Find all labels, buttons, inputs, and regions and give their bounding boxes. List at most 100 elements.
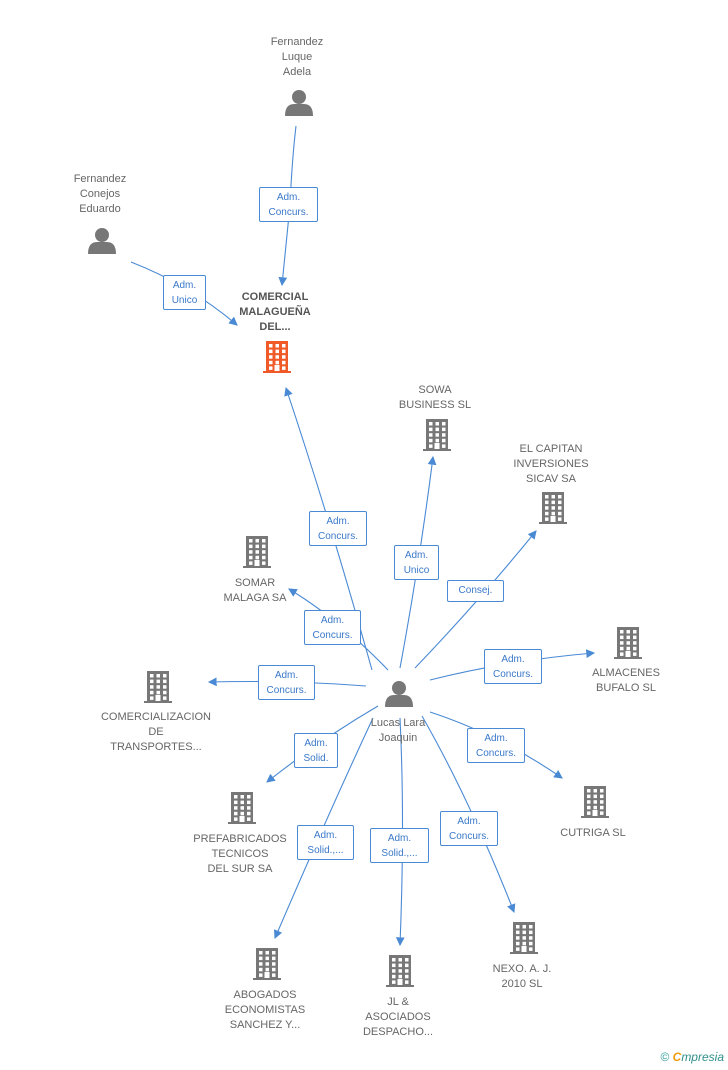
node-label-sowa[interactable]: SOWA BUSINESS SL [399, 383, 471, 413]
node-label-line: 2010 SL [501, 978, 543, 990]
building-icon[interactable] [539, 492, 567, 524]
edge-label[interactable]: Adm. Concurs. [309, 511, 367, 546]
node-label-line: Joaquin [378, 732, 418, 744]
node-label-line: ABOGADOS [233, 989, 297, 1001]
person-icon[interactable] [285, 90, 313, 116]
building-icon[interactable] [243, 536, 271, 568]
building-icon[interactable] [253, 948, 281, 980]
edge-label-line: Concurs. [268, 207, 309, 218]
node-label-line: PREFABRICADOS [193, 833, 287, 845]
edge-label-line: Adm. [501, 654, 525, 665]
node-label-line: ALMACENES [592, 667, 660, 679]
edge-label[interactable]: Adm.Unico [394, 545, 439, 580]
building-icon[interactable] [614, 627, 642, 659]
edge-label-line: Concurs. [448, 831, 489, 842]
node-label-capitan[interactable]: EL CAPITAN INVERSIONES SICAV SA [513, 442, 588, 487]
building-icon[interactable] [386, 955, 414, 987]
edge-label[interactable]: Adm.Concurs. [484, 649, 542, 684]
node-label-cutriga[interactable]: CUTRIGA SL [560, 826, 625, 841]
node-label-line: TRANSPORTES... [110, 741, 202, 753]
edge-label[interactable]: Consej. [447, 580, 504, 602]
person-icon[interactable] [88, 228, 116, 254]
copyright-icon: © [660, 1050, 670, 1064]
node-label-line: ECONOMISTAS [224, 1004, 306, 1016]
building-icon[interactable] [423, 419, 451, 451]
edge-label-line: Concurs. [266, 685, 307, 696]
person-icon[interactable] [385, 681, 413, 707]
edge-label-line: Solid.,... [307, 845, 344, 856]
edge-label-line: Adm. [313, 830, 338, 841]
node-label-comercializacion[interactable]: COMERCIALIZACION DE TRANSPORTES... [101, 710, 211, 755]
node-label-line: DESPACHO... [362, 1026, 434, 1038]
node-label-almacenes[interactable]: ALMACENES BUFALO SL [592, 666, 660, 696]
edge-label-line: Consej. [458, 585, 493, 596]
node-label-prefabricados[interactable]: PREFABRICADOS TECNICOS DEL SUR SA [193, 832, 287, 877]
node-label-line: DEL... [259, 321, 291, 333]
edge-label-line: Adm. [320, 615, 345, 626]
node-label-line: SICAV SA [526, 473, 576, 485]
edge-label[interactable]: Adm.Concurs. [467, 728, 525, 763]
edge-label-line: Adm. [326, 516, 350, 527]
edge-label[interactable]: Adm. Concurs. [258, 665, 315, 700]
building-icon[interactable] [510, 922, 538, 954]
edge-label[interactable]: Adm. Solid. [294, 733, 338, 768]
node-label-line: JL & [387, 996, 409, 1008]
edge-label-line: Adm. [304, 738, 328, 749]
node-label-jl[interactable]: JL & ASOCIADOS DESPACHO... [363, 995, 433, 1040]
edge-label[interactable]: Adm. Concurs. [304, 610, 361, 645]
edge-label[interactable]: Adm.Concurs. [440, 811, 498, 846]
node-label-line: COMERCIALIZACION [100, 711, 212, 723]
node-label-line: Eduardo [79, 203, 121, 215]
node-label-line: INVERSIONES [513, 458, 589, 470]
edge-label-line: Solid.,... [381, 848, 418, 859]
edge-label[interactable]: Adm. Solid.,... [370, 828, 429, 863]
building-icon[interactable] [228, 792, 256, 824]
edge-label-line: Adm. [276, 192, 301, 203]
node-label-line: TECNICOS [211, 848, 269, 860]
node-label-line: ASOCIADOS [365, 1011, 431, 1023]
node-label-line: MALAGA SA [223, 592, 287, 604]
node-label-line: BUSINESS SL [398, 399, 472, 411]
brand-logo-text: mpresia [681, 1050, 724, 1064]
node-label-line: EL CAPITAN [519, 443, 583, 455]
node-label-line: CUTRIGA SL [560, 827, 626, 839]
node-label-line: DE [148, 726, 164, 738]
edge-label-line: Adm. [387, 833, 412, 844]
edge-label-line: Adm. [484, 733, 508, 744]
edge-label-line: Concurs. [312, 630, 353, 641]
node-label-somar[interactable]: SOMAR MALAGA SA [224, 576, 287, 606]
building-icon[interactable] [263, 341, 291, 373]
edge-label[interactable]: Adm. Unico [163, 275, 206, 310]
node-label-line: SOWA [418, 384, 452, 396]
edge-line-lucas-to-abogados [273, 717, 374, 940]
node-label-line: NEXO. A. J. [492, 963, 552, 975]
brand-logo-letter: C [672, 1050, 682, 1064]
node-label-line: Conejos [79, 188, 121, 200]
node-label-line: Adela [282, 66, 312, 78]
building-icon[interactable] [144, 671, 172, 703]
edge-label-line: Adm. [172, 280, 197, 291]
edge-label[interactable]: Adm. Solid.,... [297, 825, 354, 860]
edge-label-line: Unico [171, 295, 198, 306]
edge-label-line: Concurs. [317, 531, 358, 542]
edge-label-line: Unico [403, 565, 430, 576]
edge-line-lucas-to-nexo [421, 715, 516, 914]
node-label-abogados[interactable]: ABOGADOS ECONOMISTAS SANCHEZ Y... [225, 988, 305, 1033]
building-icon[interactable] [581, 786, 609, 818]
edge-label-line: Adm. [274, 670, 299, 681]
node-label-nexo[interactable]: NEXO. A. J. 2010 SL [493, 962, 552, 992]
node-label-line: DEL SUR SA [207, 863, 273, 875]
node-label-line: SOMAR [234, 577, 276, 589]
node-label-line: Luque [281, 51, 313, 63]
node-label-line: MALAGUEÑA [239, 306, 311, 318]
node-label-line: BUFALO SL [596, 682, 656, 694]
node-label-line: Fernandez [270, 36, 324, 48]
node-label-line: SANCHEZ Y... [229, 1019, 301, 1031]
edge-label-line: Solid. [303, 753, 329, 764]
edge-label[interactable]: Adm. Concurs. [259, 187, 318, 222]
